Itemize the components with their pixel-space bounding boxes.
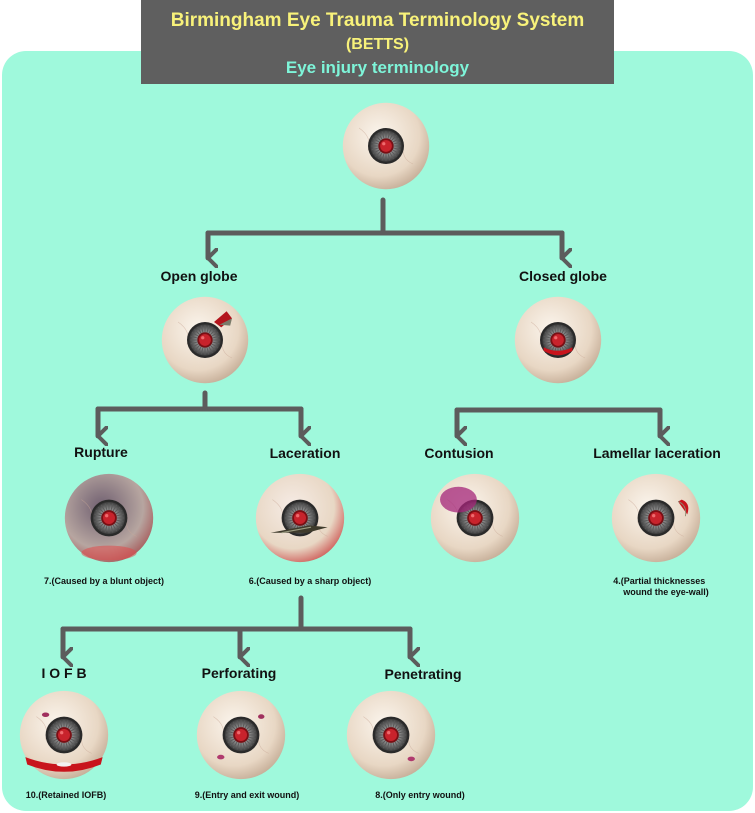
eye-rupture (63, 472, 155, 564)
eyeball-illustration (19, 690, 109, 780)
label-iofb: I O F B (41, 665, 87, 681)
caption-iofb: 10.(Retained IOFB) (25, 790, 107, 800)
eyeball-illustration (255, 473, 345, 563)
eye-lamellar (610, 472, 702, 564)
label-penetrating: Penetrating (384, 666, 462, 682)
caption-penetrating: 8.(Only entry wound) (375, 790, 465, 800)
label-laceration: Laceration (269, 445, 341, 461)
eyeball-illustration (342, 102, 430, 190)
eyeball-illustration (196, 690, 286, 780)
caption-perforating: 9.(Entry and exit wound) (194, 790, 300, 800)
label-lamellar-laceration: Lamellar laceration (593, 445, 721, 461)
eyeball-illustration (611, 473, 701, 563)
caption-rupture: 7.(Caused by a blunt object) (43, 576, 165, 586)
caption-lamellar-line2: wound the eye-wall) (623, 587, 709, 597)
eye-open-globe (160, 295, 250, 385)
eye-penetrating (345, 689, 437, 781)
eye-closed-globe (513, 295, 603, 385)
header-description: Eye injury terminology (285, 58, 470, 77)
header-subtitle: (BETTS) (345, 36, 410, 53)
label-rupture: Rupture (74, 444, 128, 460)
eye-contusion (429, 472, 521, 564)
eye-root (341, 101, 431, 191)
eye-laceration (254, 472, 346, 564)
caption-lamellar-line1: 4.(Partial thicknesses (613, 576, 706, 586)
label-perforating: Perforating (201, 665, 277, 681)
eye-perforating (195, 689, 287, 781)
eyeball-illustration (430, 473, 520, 563)
header-banner: Birmingham Eye Trauma Terminology System… (141, 0, 614, 84)
label-open-globe: Open globe (160, 268, 238, 284)
eyeball-illustration (514, 296, 602, 384)
eyeball-illustration (346, 690, 436, 780)
label-contusion: Contusion (424, 445, 494, 461)
caption-lamellar: 4.(Partial thicknesses wound the eye-wal… (613, 576, 709, 598)
eyeball-illustration (64, 473, 154, 563)
label-closed-globe: Closed globe (519, 268, 607, 284)
eye-iofb (18, 689, 110, 781)
eyeball-illustration (161, 296, 249, 384)
header-title: Birmingham Eye Trauma Terminology System (170, 10, 585, 31)
caption-laceration: 6.(Caused by a sharp object) (248, 576, 372, 586)
